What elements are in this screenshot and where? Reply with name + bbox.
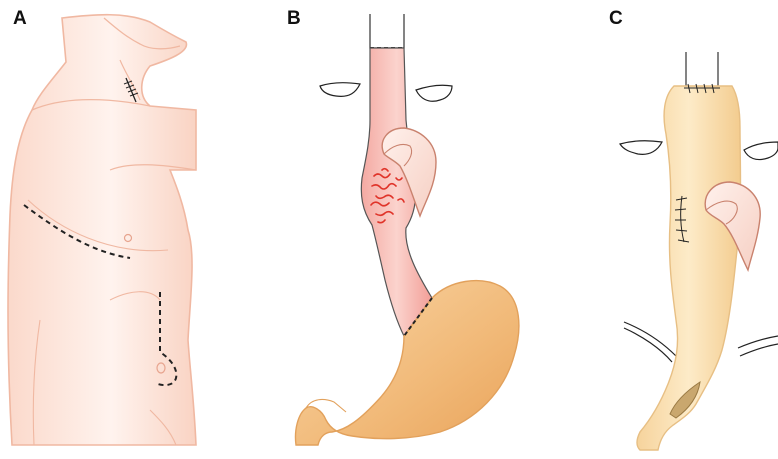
diaphragm-right-c — [738, 336, 778, 348]
panel-a-torso-illustration — [8, 15, 196, 445]
cervical-esophagus-c — [686, 52, 718, 88]
diaphragm-right-c-2 — [740, 344, 778, 356]
cervical-esophagus — [370, 14, 404, 48]
rib-right-b — [416, 85, 452, 101]
panel-c-conduit-illustration — [620, 52, 778, 450]
diaphragm-left-c — [624, 322, 676, 356]
torso — [8, 15, 196, 445]
rib-right-c — [744, 142, 778, 160]
rib-left-c — [620, 141, 662, 155]
diaphragm-left-c-2 — [624, 328, 672, 362]
rib-left-b — [320, 83, 360, 97]
panel-b-esophagus-illustration — [295, 14, 518, 445]
